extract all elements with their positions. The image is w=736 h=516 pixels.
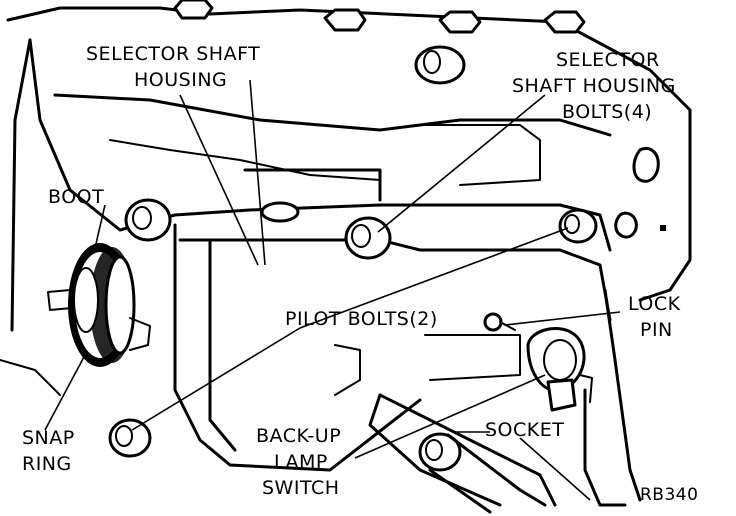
label-socket: SOCKET	[485, 419, 564, 441]
label-selector-shaft-housing-bolts-line3: BOLTS(4)	[562, 101, 652, 123]
label-back-up-lamp-switch-line2: LAMP	[274, 451, 328, 473]
label-pilot-bolts: PILOT BOLTS(2)	[285, 308, 438, 330]
pilot-bolts	[108, 208, 598, 458]
label-selector-shaft-housing-line2: HOUSING	[134, 69, 227, 91]
label-selector-shaft-housing-bolts-line1: SELECTOR	[556, 49, 660, 71]
top-bolts	[173, 0, 586, 34]
label-lock-pin-line2: PIN	[640, 319, 673, 341]
label-snap-ring-line1: SNAP	[22, 427, 75, 449]
label-selector-shaft-housing-line1: SELECTOR SHAFT	[86, 43, 260, 65]
label-selector-shaft-housing-bolts-line2: SHAFT HOUSING	[512, 75, 676, 97]
socket-cable	[418, 432, 547, 514]
text-labels: SELECTOR SHAFT HOUSING SELECTOR SHAFT HO…	[22, 43, 698, 505]
figure-reference: RB340	[640, 485, 698, 505]
label-snap-ring-line2: RING	[22, 453, 72, 475]
back-up-lamp-switch	[483, 312, 593, 412]
label-boot: BOOT	[48, 186, 104, 208]
shift-boot	[47, 243, 151, 367]
label-back-up-lamp-switch-line1: BACK-UP	[256, 425, 341, 447]
selector-shaft-housing-bolts	[124, 45, 466, 260]
label-lock-pin-line1: LOCK	[628, 293, 681, 315]
label-back-up-lamp-switch-line3: SWITCH	[262, 477, 340, 499]
leader-lines	[44, 79, 621, 501]
